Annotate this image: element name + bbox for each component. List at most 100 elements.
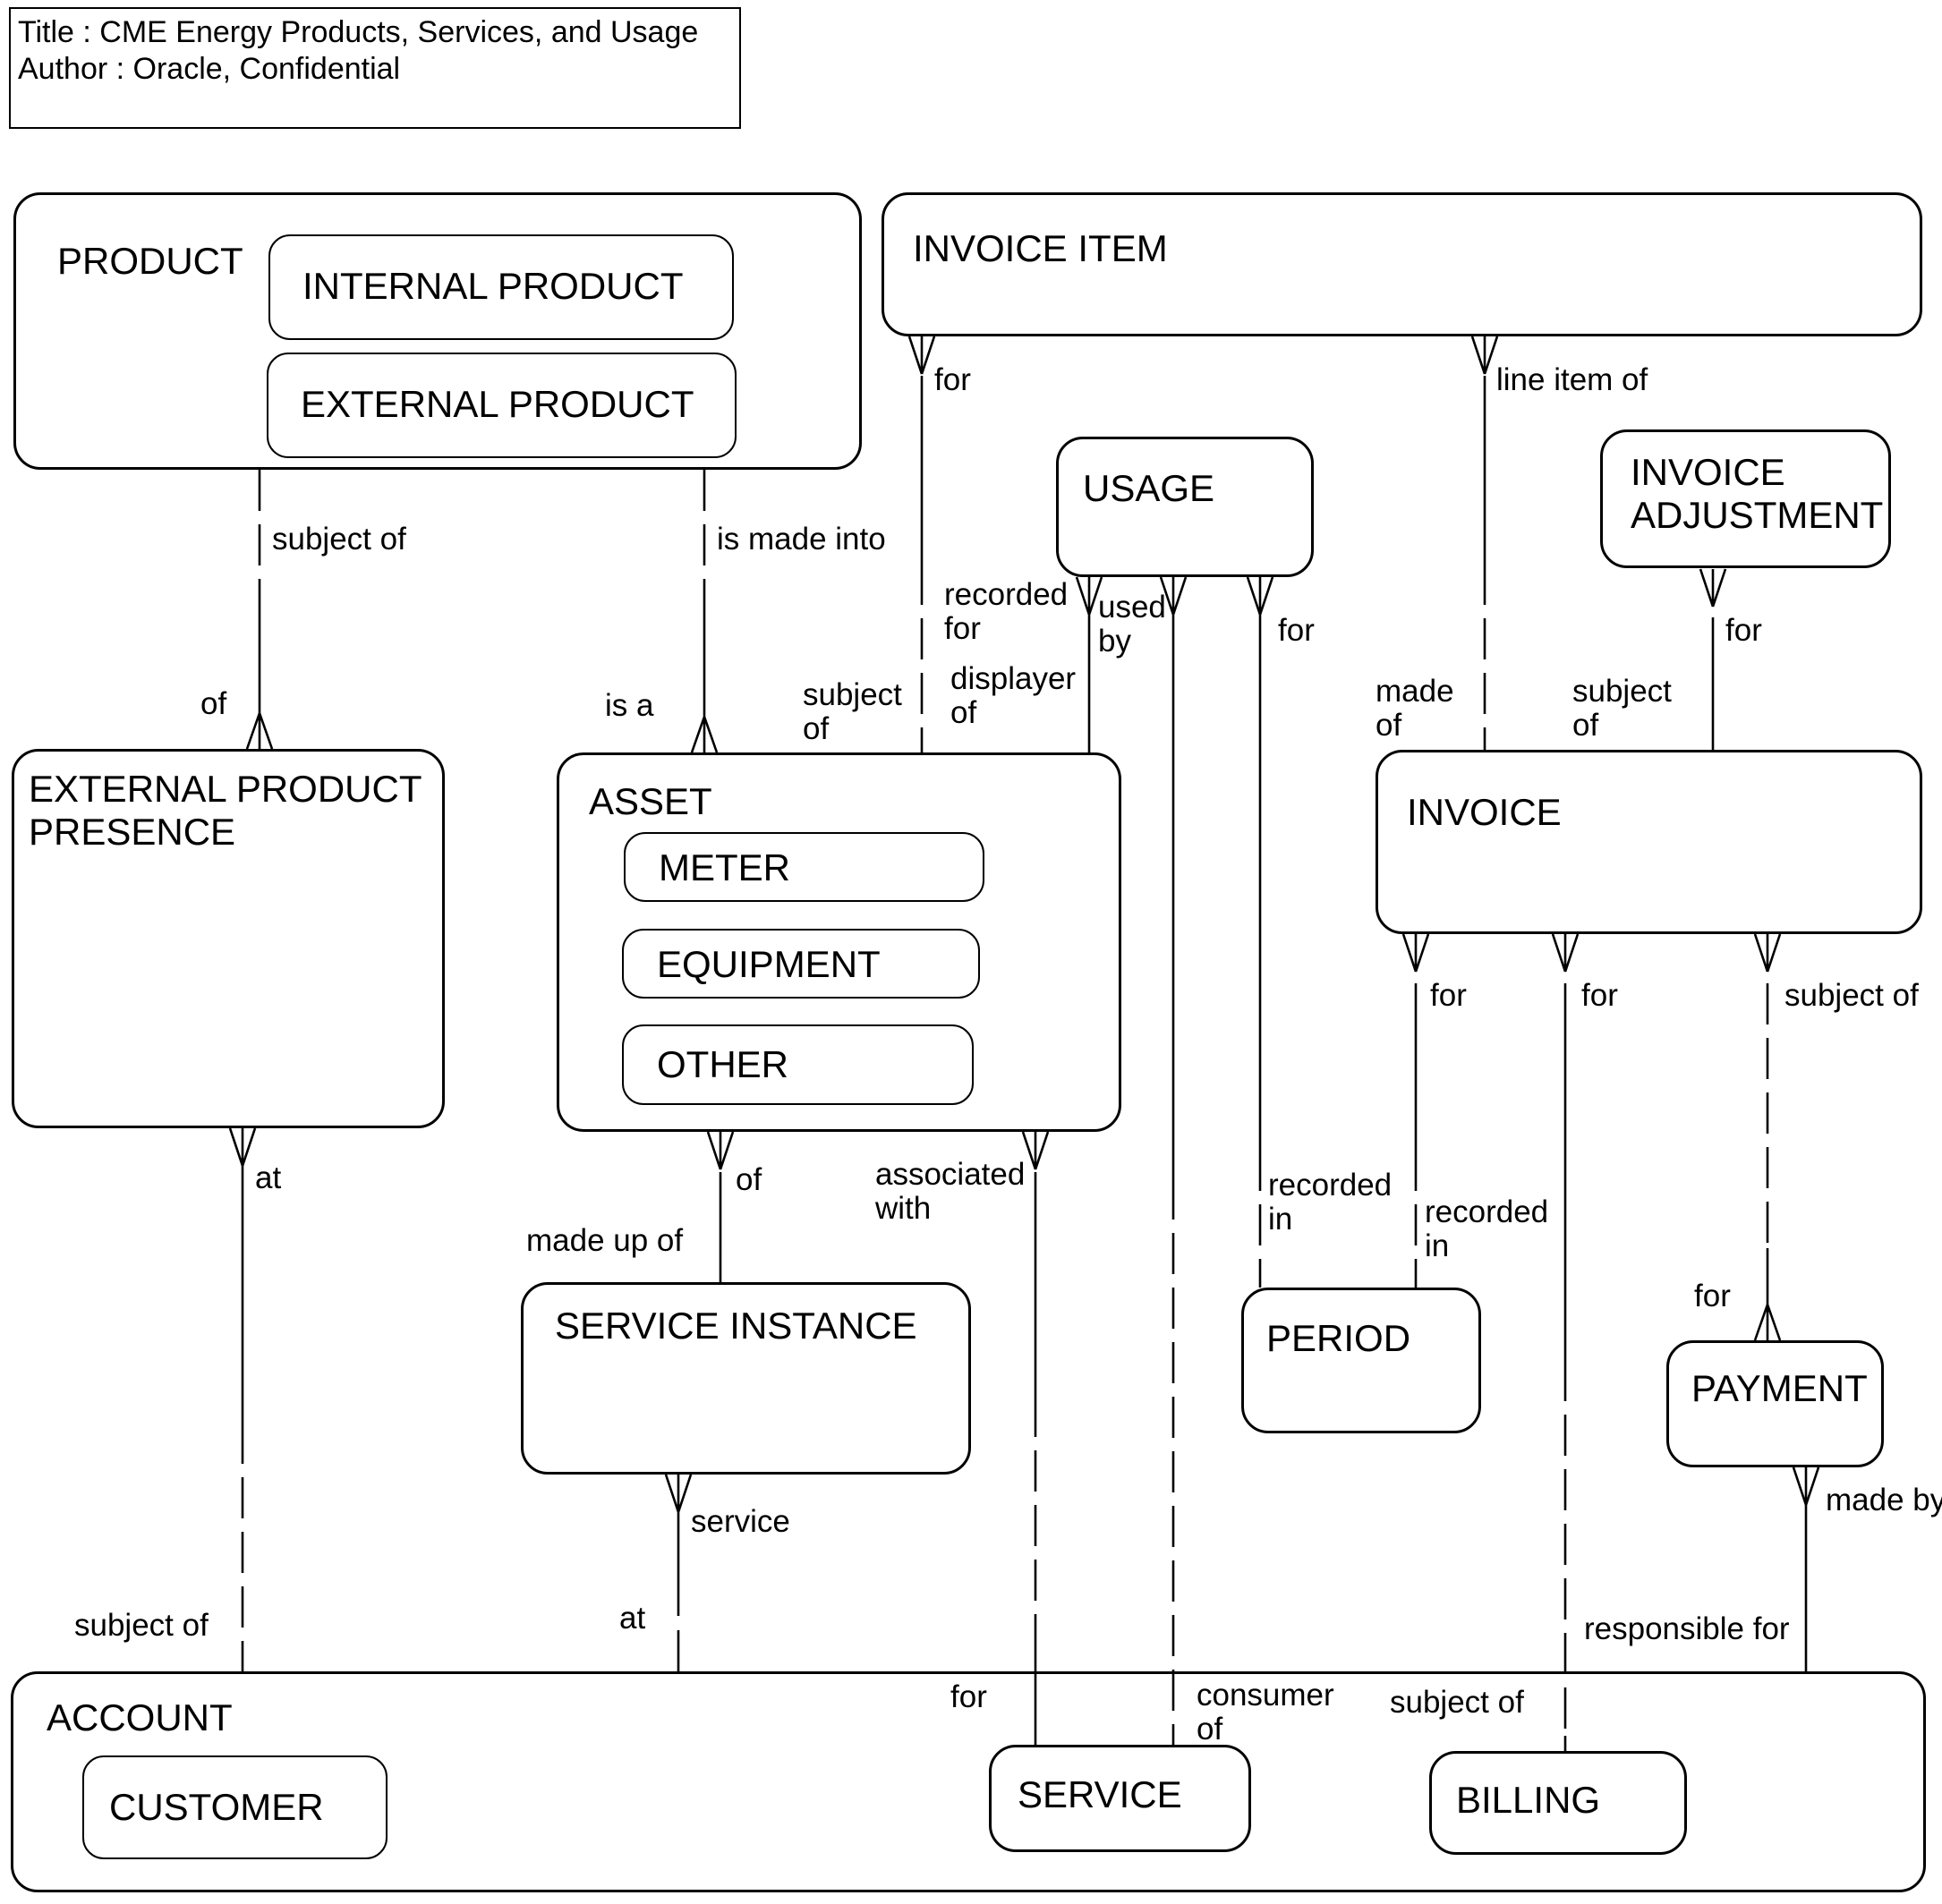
- relationship-line-solid: [690, 595, 719, 753]
- relationship-usage-asset[interactable]: [1075, 576, 1103, 752]
- entity-invoice[interactable]: [1376, 750, 1922, 934]
- relationship-label-invoice-period: recorded: [1425, 1194, 1549, 1229]
- entity-payment[interactable]: [1666, 1340, 1884, 1467]
- relationship-label-usage-asset: displayer: [950, 661, 1077, 696]
- relationship-payment-account[interactable]: [1792, 1466, 1820, 1671]
- relationship-label-product-asset: is made into: [717, 522, 886, 557]
- entity-service[interactable]: [989, 1745, 1251, 1852]
- entity-label-payment: PAYMENT: [1691, 1367, 1868, 1409]
- relationship-label-invoice-item-asset: for: [934, 362, 971, 397]
- entity-meter[interactable]: [624, 832, 984, 902]
- relationship-label-invoice-adjustment-invoice: for: [1725, 613, 1762, 648]
- entity-label-invoice-item: INVOICE ITEM: [913, 227, 1168, 269]
- relationship-line-solid: [1792, 1466, 1820, 1671]
- relationship-product-external-product-presence[interactable]: [245, 470, 274, 750]
- entity-label-product: PRODUCT: [57, 240, 243, 282]
- relationship-invoice-billing[interactable]: [1551, 933, 1580, 1751]
- entity-external-product-presence[interactable]: [12, 749, 445, 1128]
- relationship-invoice-payment[interactable]: [1753, 933, 1782, 1341]
- relationship-label-invoice-adjustment-invoice: subject: [1572, 674, 1672, 709]
- relationship-label-invoice-payment: for: [1694, 1279, 1731, 1313]
- relationship-label-usage-service: consumer: [1197, 1678, 1334, 1713]
- relationship-line-solid: [706, 1131, 735, 1253]
- relationship-label-asset-service: for: [950, 1679, 987, 1714]
- entity-label-billing: BILLING: [1456, 1779, 1601, 1821]
- entity-label-invoice: INVOICE: [1407, 791, 1562, 833]
- relationship-label-asset-service: with: [875, 1191, 932, 1226]
- entity-external-product[interactable]: [267, 353, 737, 458]
- entity-billing[interactable]: [1429, 1751, 1687, 1855]
- entity-label-customer: CUSTOMER: [109, 1786, 324, 1828]
- diagram-title: Title : CME Energy Products, Services, a…: [18, 15, 699, 49]
- entity-other[interactable]: [622, 1024, 974, 1105]
- relationship-asset-service-instance[interactable]: [706, 1131, 735, 1282]
- relationship-label-invoice-billing: subject of: [1390, 1685, 1524, 1720]
- relationship-line-solid: [1075, 576, 1103, 716]
- relationship-line-solid: [1753, 933, 1782, 1341]
- relationship-line-solid: [228, 1127, 257, 1423]
- relationship-asset-service[interactable]: [1021, 1131, 1050, 1745]
- relationship-label-invoice-item-invoice: line item of: [1496, 362, 1648, 397]
- relationship-label-invoice-item-asset: of: [803, 711, 830, 746]
- entity-service-instance[interactable]: [521, 1282, 971, 1475]
- relationship-line-solid: [664, 1474, 693, 1671]
- entity-account[interactable]: [11, 1671, 1926, 1892]
- entity-label-service: SERVICE: [1018, 1773, 1182, 1815]
- relationship-line-solid: [1551, 933, 1580, 1751]
- entity-product[interactable]: [13, 192, 862, 470]
- relationship-label-usage-service: used: [1098, 590, 1166, 625]
- relationship-line-solid: [1699, 568, 1727, 711]
- relationship-label-usage-service: by: [1098, 624, 1131, 659]
- entity-customer[interactable]: [82, 1755, 388, 1859]
- relationship-invoice-period[interactable]: [1401, 933, 1430, 1288]
- title-box: Title : CME Energy Products, Services, a…: [9, 7, 741, 129]
- relationship-invoice-item-asset[interactable]: [907, 336, 936, 752]
- entity-invoice-adjustment[interactable]: [1600, 429, 1891, 568]
- relationship-invoice-adjustment-invoice[interactable]: [1699, 568, 1727, 750]
- relationship-label-invoice-period: in: [1425, 1228, 1450, 1263]
- relationship-label-usage-period: in: [1268, 1202, 1293, 1237]
- entity-asset[interactable]: [557, 752, 1121, 1132]
- relationship-line-solid: [907, 336, 936, 564]
- relationship-usage-service[interactable]: [1159, 576, 1188, 1745]
- relationship-label-usage-period: for: [1278, 613, 1315, 648]
- relationship-service-instance-account[interactable]: [664, 1474, 693, 1671]
- entity-label-meter: METER: [659, 846, 790, 888]
- relationship-label-external-product-presence-account: subject of: [74, 1608, 209, 1643]
- relationship-label-payment-account: made by: [1826, 1483, 1942, 1517]
- relationship-line-solid: [1159, 576, 1188, 1178]
- relationship-product-asset[interactable]: [690, 470, 719, 753]
- entity-period[interactable]: [1241, 1288, 1481, 1433]
- relationship-label-usage-asset: recorded: [944, 577, 1069, 612]
- relationship-label-invoice-item-invoice: of: [1376, 708, 1402, 743]
- diagram-author: Author : Oracle, Confidential: [18, 52, 401, 86]
- relationship-line-solid: [1470, 336, 1499, 564]
- relationship-line-solid: [1401, 933, 1430, 1150]
- relationship-line-solid: [245, 595, 274, 750]
- relationship-invoice-item-invoice[interactable]: [1470, 336, 1499, 750]
- relationship-label-usage-service: of: [1197, 1712, 1223, 1747]
- relationship-label-asset-service-instance: of: [736, 1162, 762, 1197]
- relationship-line-solid: [1021, 1131, 1050, 1745]
- entity-internal-product[interactable]: [268, 234, 734, 340]
- entity-equipment[interactable]: [622, 929, 980, 999]
- relationship-label-product-external-product-presence: subject of: [272, 522, 406, 557]
- relationship-label-usage-asset: for: [944, 611, 981, 646]
- relationship-label-product-external-product-presence: of: [200, 686, 227, 721]
- relationship-line-solid: [1246, 576, 1274, 1150]
- relationship-label-usage-period: recorded: [1268, 1168, 1393, 1203]
- relationship-usage-period[interactable]: [1246, 576, 1274, 1288]
- relationship-external-product-presence-account[interactable]: [228, 1127, 257, 1671]
- entity-label-account: ACCOUNT: [47, 1696, 233, 1738]
- relationship-label-invoice-item-invoice: made: [1376, 674, 1454, 709]
- entity-usage[interactable]: [1056, 437, 1314, 577]
- entity-label-period: PERIOD: [1266, 1317, 1411, 1359]
- entity-invoice-item[interactable]: [882, 192, 1922, 336]
- entity-label-external-product: EXTERNAL PRODUCT: [301, 383, 694, 425]
- entity-label-asset: ASSET: [589, 780, 712, 822]
- relationship-label-invoice-adjustment-invoice: of: [1572, 708, 1599, 743]
- relationship-label-asset-service-instance: made up of: [526, 1223, 684, 1258]
